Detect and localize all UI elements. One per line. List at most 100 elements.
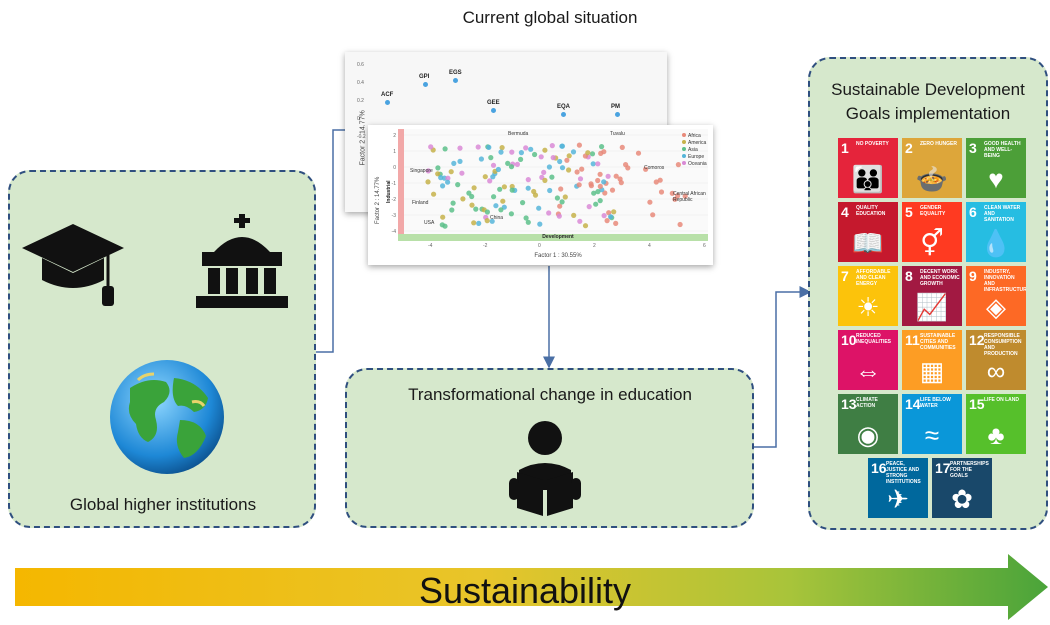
sdg-number: 14 — [905, 396, 921, 412]
back-plot-point — [385, 100, 390, 105]
scatter-point — [582, 223, 589, 229]
sdg-title: Life On Land — [984, 397, 1019, 403]
front-plot-ytick: 2 — [393, 133, 396, 139]
scatter-point — [623, 162, 629, 168]
back-plot-point — [491, 108, 496, 113]
sdg-title: Gender Equality — [920, 205, 946, 217]
people-icon: 👪 — [851, 164, 885, 194]
scatter-point — [602, 190, 608, 196]
infinity-icon: ∞ — [986, 356, 1006, 386]
industrial-bar — [398, 129, 404, 241]
back-plot-ytick: 0.6 — [357, 62, 364, 68]
scatter-point — [445, 175, 451, 181]
back-plot-point — [561, 112, 566, 117]
scatter-point — [489, 218, 495, 224]
scatter-point — [579, 166, 585, 172]
country-label: Bermuda — [508, 131, 529, 137]
sdg-number: 12 — [969, 332, 985, 348]
front-plot-ytick: -3 — [391, 213, 396, 219]
scatter-point — [487, 178, 493, 184]
scatter-point — [448, 169, 454, 175]
growth-chart-icon: 📈 — [915, 292, 949, 322]
scatter-point — [597, 183, 603, 189]
scatter-point — [523, 215, 529, 221]
scatter-point — [509, 149, 515, 155]
scatter-point — [608, 214, 614, 220]
sdg-tile-11: 11Sustainable Cities and Communities▦ — [902, 330, 962, 390]
scatter-point — [549, 174, 555, 180]
scatter-point — [438, 175, 444, 181]
scatter-point — [672, 196, 678, 202]
scatter-point — [618, 180, 624, 186]
sdg-tile-9: 9Industry, Innovation and Infrastructure… — [966, 266, 1026, 326]
sdg-tile-5: 5Gender Equality⚥ — [902, 202, 962, 262]
scatter-point — [478, 156, 484, 162]
sdg-tile-2: 2Zero Hunger🍲 — [902, 138, 962, 198]
scatter-point — [605, 173, 611, 179]
legend-label: Asia — [688, 147, 698, 153]
sdg-title: Industry, Innovation and Infrastructure — [984, 269, 1026, 293]
front-plot-bottom-label: Development — [542, 234, 574, 240]
back-plot-ytick: 0 — [357, 116, 360, 122]
scatter-point — [547, 187, 553, 194]
country-label: Central African Republic — [673, 191, 706, 203]
scatter-plot-card: Factor 2 : 14.77% Industrial Development… — [368, 125, 713, 265]
scatter-point — [564, 157, 570, 163]
sdg-title: Zero Hunger — [920, 141, 957, 147]
scatter-point — [546, 210, 552, 216]
front-plot-ytick: -4 — [391, 229, 396, 235]
scatter-point — [523, 145, 529, 151]
bowl-icon: 🍲 — [915, 164, 949, 194]
back-plot-point-label: EGS — [449, 70, 462, 76]
scatter-point — [497, 186, 503, 192]
scatter-point — [653, 179, 659, 185]
country-label: Finland — [412, 200, 429, 206]
legend-entry: Oceania — [682, 161, 707, 167]
scatter-point — [532, 192, 539, 198]
scatter-point — [451, 160, 457, 166]
scatter-point — [542, 177, 548, 183]
back-plot-ytick: -0.2 — [357, 134, 366, 140]
scatter-point — [611, 209, 617, 215]
current-situation-label: Current global situation — [462, 8, 638, 27]
sdg-tile-3: 3Good Health and Well-Being♥ — [966, 138, 1026, 198]
arrows-icon: ⇔ — [855, 356, 881, 386]
scatter-point — [559, 199, 565, 205]
sdg-tile-6: 6Clean Water and Sanitation💧 — [966, 202, 1026, 262]
scatter-point — [425, 179, 431, 185]
scatter-point — [491, 194, 497, 200]
scatter-point — [428, 144, 434, 150]
country-label: Comoros — [644, 165, 665, 171]
sustainability-label: Sustainability — [418, 570, 632, 611]
scatter-point — [549, 143, 555, 149]
scatter-point — [525, 185, 531, 191]
scatter-point — [471, 185, 477, 191]
legend-entry: America — [682, 140, 706, 146]
scatter-point — [514, 161, 520, 167]
scatter-point — [566, 153, 572, 159]
scatter-point — [606, 210, 612, 216]
scatter-point — [588, 181, 594, 187]
scatter-point — [557, 158, 563, 165]
sdg-number: 7 — [841, 268, 849, 284]
scatter-point — [457, 145, 463, 151]
scatter-point — [542, 147, 548, 153]
back-plot-point-label: GEE — [487, 100, 500, 106]
country-label: Tuvalu — [610, 131, 625, 137]
scatter-point — [669, 190, 675, 196]
fish-icon: ≈ — [924, 420, 940, 450]
book-icon: 📖 — [851, 228, 885, 258]
scatter-point — [599, 144, 605, 150]
scatter-point — [601, 213, 607, 219]
scatter-point — [613, 173, 619, 179]
graduation-cap-icon — [22, 224, 124, 306]
scatter-point — [643, 166, 649, 172]
education-change-label: Transformational change in education — [408, 385, 692, 404]
front-plot-xtick: 2 — [593, 243, 596, 249]
sdg-number: 5 — [905, 204, 913, 220]
sdg-tile-10: 10Reduced Inequalities⇔ — [838, 330, 898, 390]
sdg-number: 6 — [969, 204, 977, 220]
scatter-point — [501, 184, 507, 190]
scatter-point — [675, 193, 681, 199]
